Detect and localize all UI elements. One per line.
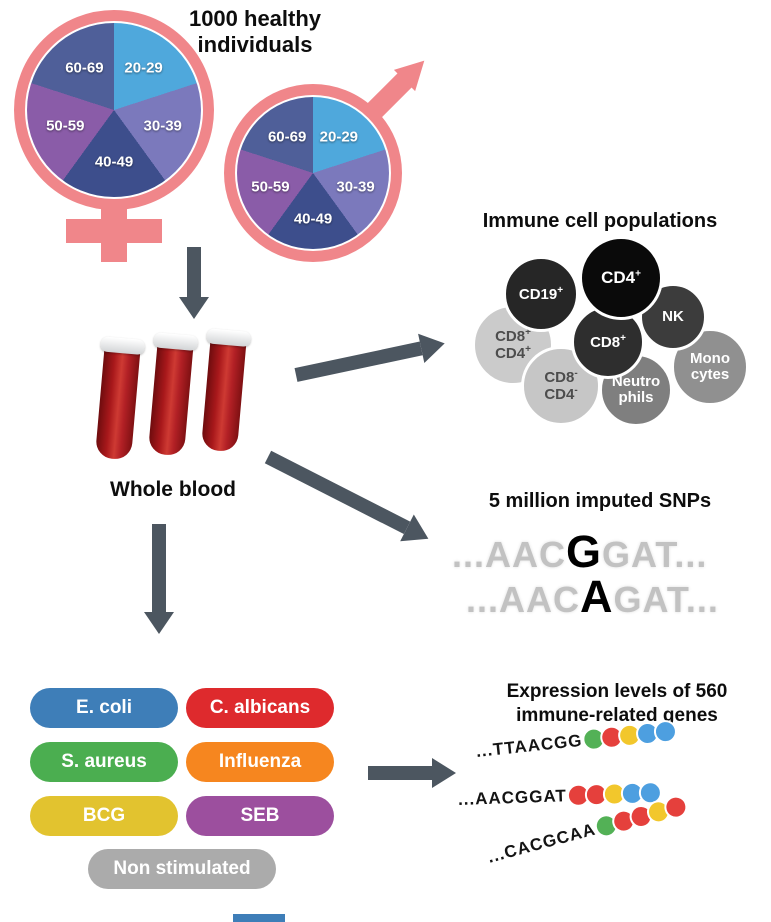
snp-sequence-1: ...AACGGAT... (452, 526, 707, 578)
female-age-pie-chart: 20-29 30-39 40-49 50-59 60-69 (27, 23, 201, 197)
arrow-stimuli-to-expression (368, 758, 458, 788)
tube-body (200, 337, 247, 453)
blood-tube (94, 336, 146, 464)
snp-seq-pre: ...AAC (466, 579, 580, 620)
age-group-label: 60-69 (65, 59, 104, 77)
female-symbol-crossbar (66, 219, 162, 243)
arrow-shaft (368, 766, 432, 780)
gene-sequence-text: ...TTAACGG (474, 730, 584, 761)
age-group-label: 40-49 (94, 153, 134, 171)
arrow-blood-to-stimuli (144, 524, 174, 636)
immune-cell-cd4: CD4+ (579, 236, 663, 320)
stimulus-label: BCG (82, 805, 126, 826)
arrow-blood-to-snps (261, 444, 439, 554)
gene-sequence-text: ...AACGGAT (457, 785, 568, 809)
arrow-shaft (152, 524, 166, 612)
arrow-head (418, 328, 448, 364)
age-group-label: 50-59 (251, 178, 290, 196)
snp-seq-post: GAT... (613, 579, 719, 620)
arrow-head (432, 758, 456, 788)
stimulus-ecoli: E. coli (30, 688, 178, 728)
stimulus-bcg: BCG (30, 796, 178, 836)
snp-seq-post: GAT... (602, 534, 708, 575)
age-group-label: 20-29 (319, 128, 359, 146)
arrow-blood-to-immune-cells (293, 328, 452, 390)
female-symbol: 20-29 30-39 40-49 50-59 60-69 (14, 10, 214, 210)
gene-sequence-text: ...CACGCAA (485, 819, 598, 867)
stimulus-calbicans: C. albicans (186, 688, 334, 728)
age-group-label: 30-39 (143, 117, 182, 135)
stimulus-seb: SEB (186, 796, 334, 836)
snp-variant-letter: A (580, 571, 614, 622)
arrow-head (144, 612, 174, 634)
stimulus-label: SEB (240, 805, 280, 826)
cropped-blue-bar (233, 914, 285, 922)
immune-populations-title: Immune cell populations (482, 210, 718, 232)
stimulus-saureus: S. aureus (30, 742, 178, 782)
stimulus-label: Non stimulated (113, 858, 251, 879)
arrow-individuals-to-blood (179, 247, 209, 321)
tube-body (147, 341, 194, 457)
blood-tube (147, 332, 199, 460)
arrow-head (179, 297, 209, 319)
age-group-label: 60-69 (267, 128, 307, 146)
immune-cell-cd19: CD19+ (503, 256, 579, 332)
snp-variant-letter: G (566, 526, 603, 577)
arrow-shaft (187, 247, 201, 297)
expression-title: Expression levels of 560 immune-related … (506, 681, 728, 726)
stimulus-influenza: Influenza (186, 742, 334, 782)
blood-tube (200, 328, 252, 456)
blood-tubes (94, 328, 268, 472)
stimulus-label: S. aureus (61, 751, 147, 772)
tube-body (94, 345, 141, 461)
age-group-label: 40-49 (293, 210, 333, 228)
male-symbol: 20-29 30-39 40-49 50-59 60-69 (224, 84, 402, 262)
age-group-label: 50-59 (46, 117, 85, 135)
age-group-label: 30-39 (336, 178, 375, 196)
snp-sequence-2: ...AACAGAT... (466, 571, 719, 623)
stimulus-non-stimulated: Non stimulated (88, 849, 276, 889)
stimulus-label: E. coli (76, 697, 132, 718)
whole-blood-label: Whole blood (110, 478, 236, 501)
snp-seq-pre: ...AAC (452, 534, 566, 575)
cohort-title: 1000 healthy individuals (188, 6, 322, 58)
snps-title: 5 million imputed SNPs (488, 490, 712, 512)
stimulus-label: Influenza (218, 751, 302, 772)
male-age-pie-chart: 20-29 30-39 40-49 50-59 60-69 (237, 97, 389, 249)
age-group-label: 20-29 (124, 59, 163, 77)
stimulus-label: C. albicans (209, 697, 311, 718)
arrow-shaft (264, 450, 411, 535)
arrow-shaft (294, 341, 423, 382)
